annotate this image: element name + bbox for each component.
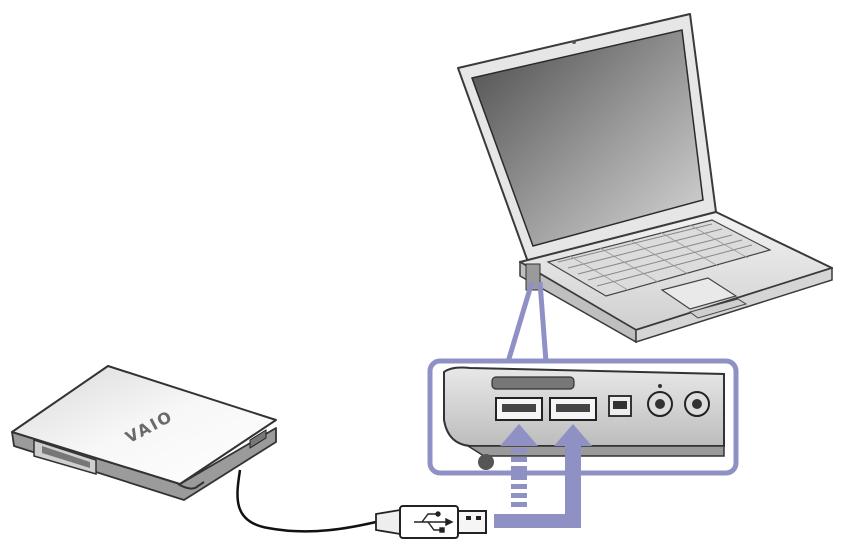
usb-connector <box>457 510 487 534</box>
external-drive: VAIO <box>11 365 277 501</box>
usb-icon <box>414 511 454 533</box>
keyboard <box>546 219 772 297</box>
arrow-up-icon <box>500 424 538 446</box>
touchpad-buttons <box>688 298 748 319</box>
callout-leader <box>505 281 549 363</box>
insertion-arrows <box>494 424 592 528</box>
laptop <box>457 13 833 344</box>
webcam-icon <box>572 40 576 44</box>
usb-cable <box>236 469 487 539</box>
drive-top <box>11 365 277 485</box>
touchpad <box>660 277 738 310</box>
card-slot <box>491 376 575 390</box>
port-zoom-callout <box>427 358 739 476</box>
laptop-screen <box>471 29 704 247</box>
arrow-up-icon <box>554 424 592 446</box>
foot-bumper <box>478 454 494 470</box>
